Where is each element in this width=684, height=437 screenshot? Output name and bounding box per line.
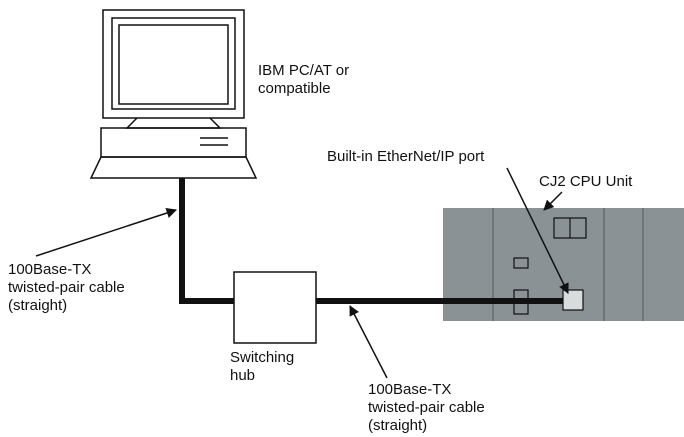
arrow-cpu-unit [543, 191, 563, 211]
monitor-bezel [111, 17, 236, 110]
switching-hub-label: Switching hub [230, 349, 295, 384]
cable-pc-to-hub [179, 178, 234, 304]
computer-icon [89, 9, 258, 179]
arrow-cable-left [35, 207, 177, 257]
port-label: Built-in EtherNet/IP port [327, 148, 485, 165]
switching-hub-box [233, 271, 317, 344]
keyboard [89, 156, 258, 179]
plc-switch [513, 257, 529, 269]
computer-case [100, 127, 247, 158]
arrow-ethernet-port [506, 167, 569, 294]
ethernet-port [562, 289, 584, 311]
cj2-cpu-unit [443, 208, 684, 321]
arrow-cable-bottom [349, 305, 388, 379]
monitor-screen [118, 24, 229, 105]
cable-bottom-label: 100Base-TX twisted-pair cable (straight) [368, 381, 485, 434]
cpu-unit-label: CJ2 CPU Unit [539, 173, 633, 190]
pc-label: IBM PC/AT or compatible [258, 62, 350, 97]
cable-left-label: 100Base-TX twisted-pair cable (straight) [8, 261, 125, 314]
monitor-stand [125, 117, 222, 129]
monitor-frame [102, 9, 245, 119]
